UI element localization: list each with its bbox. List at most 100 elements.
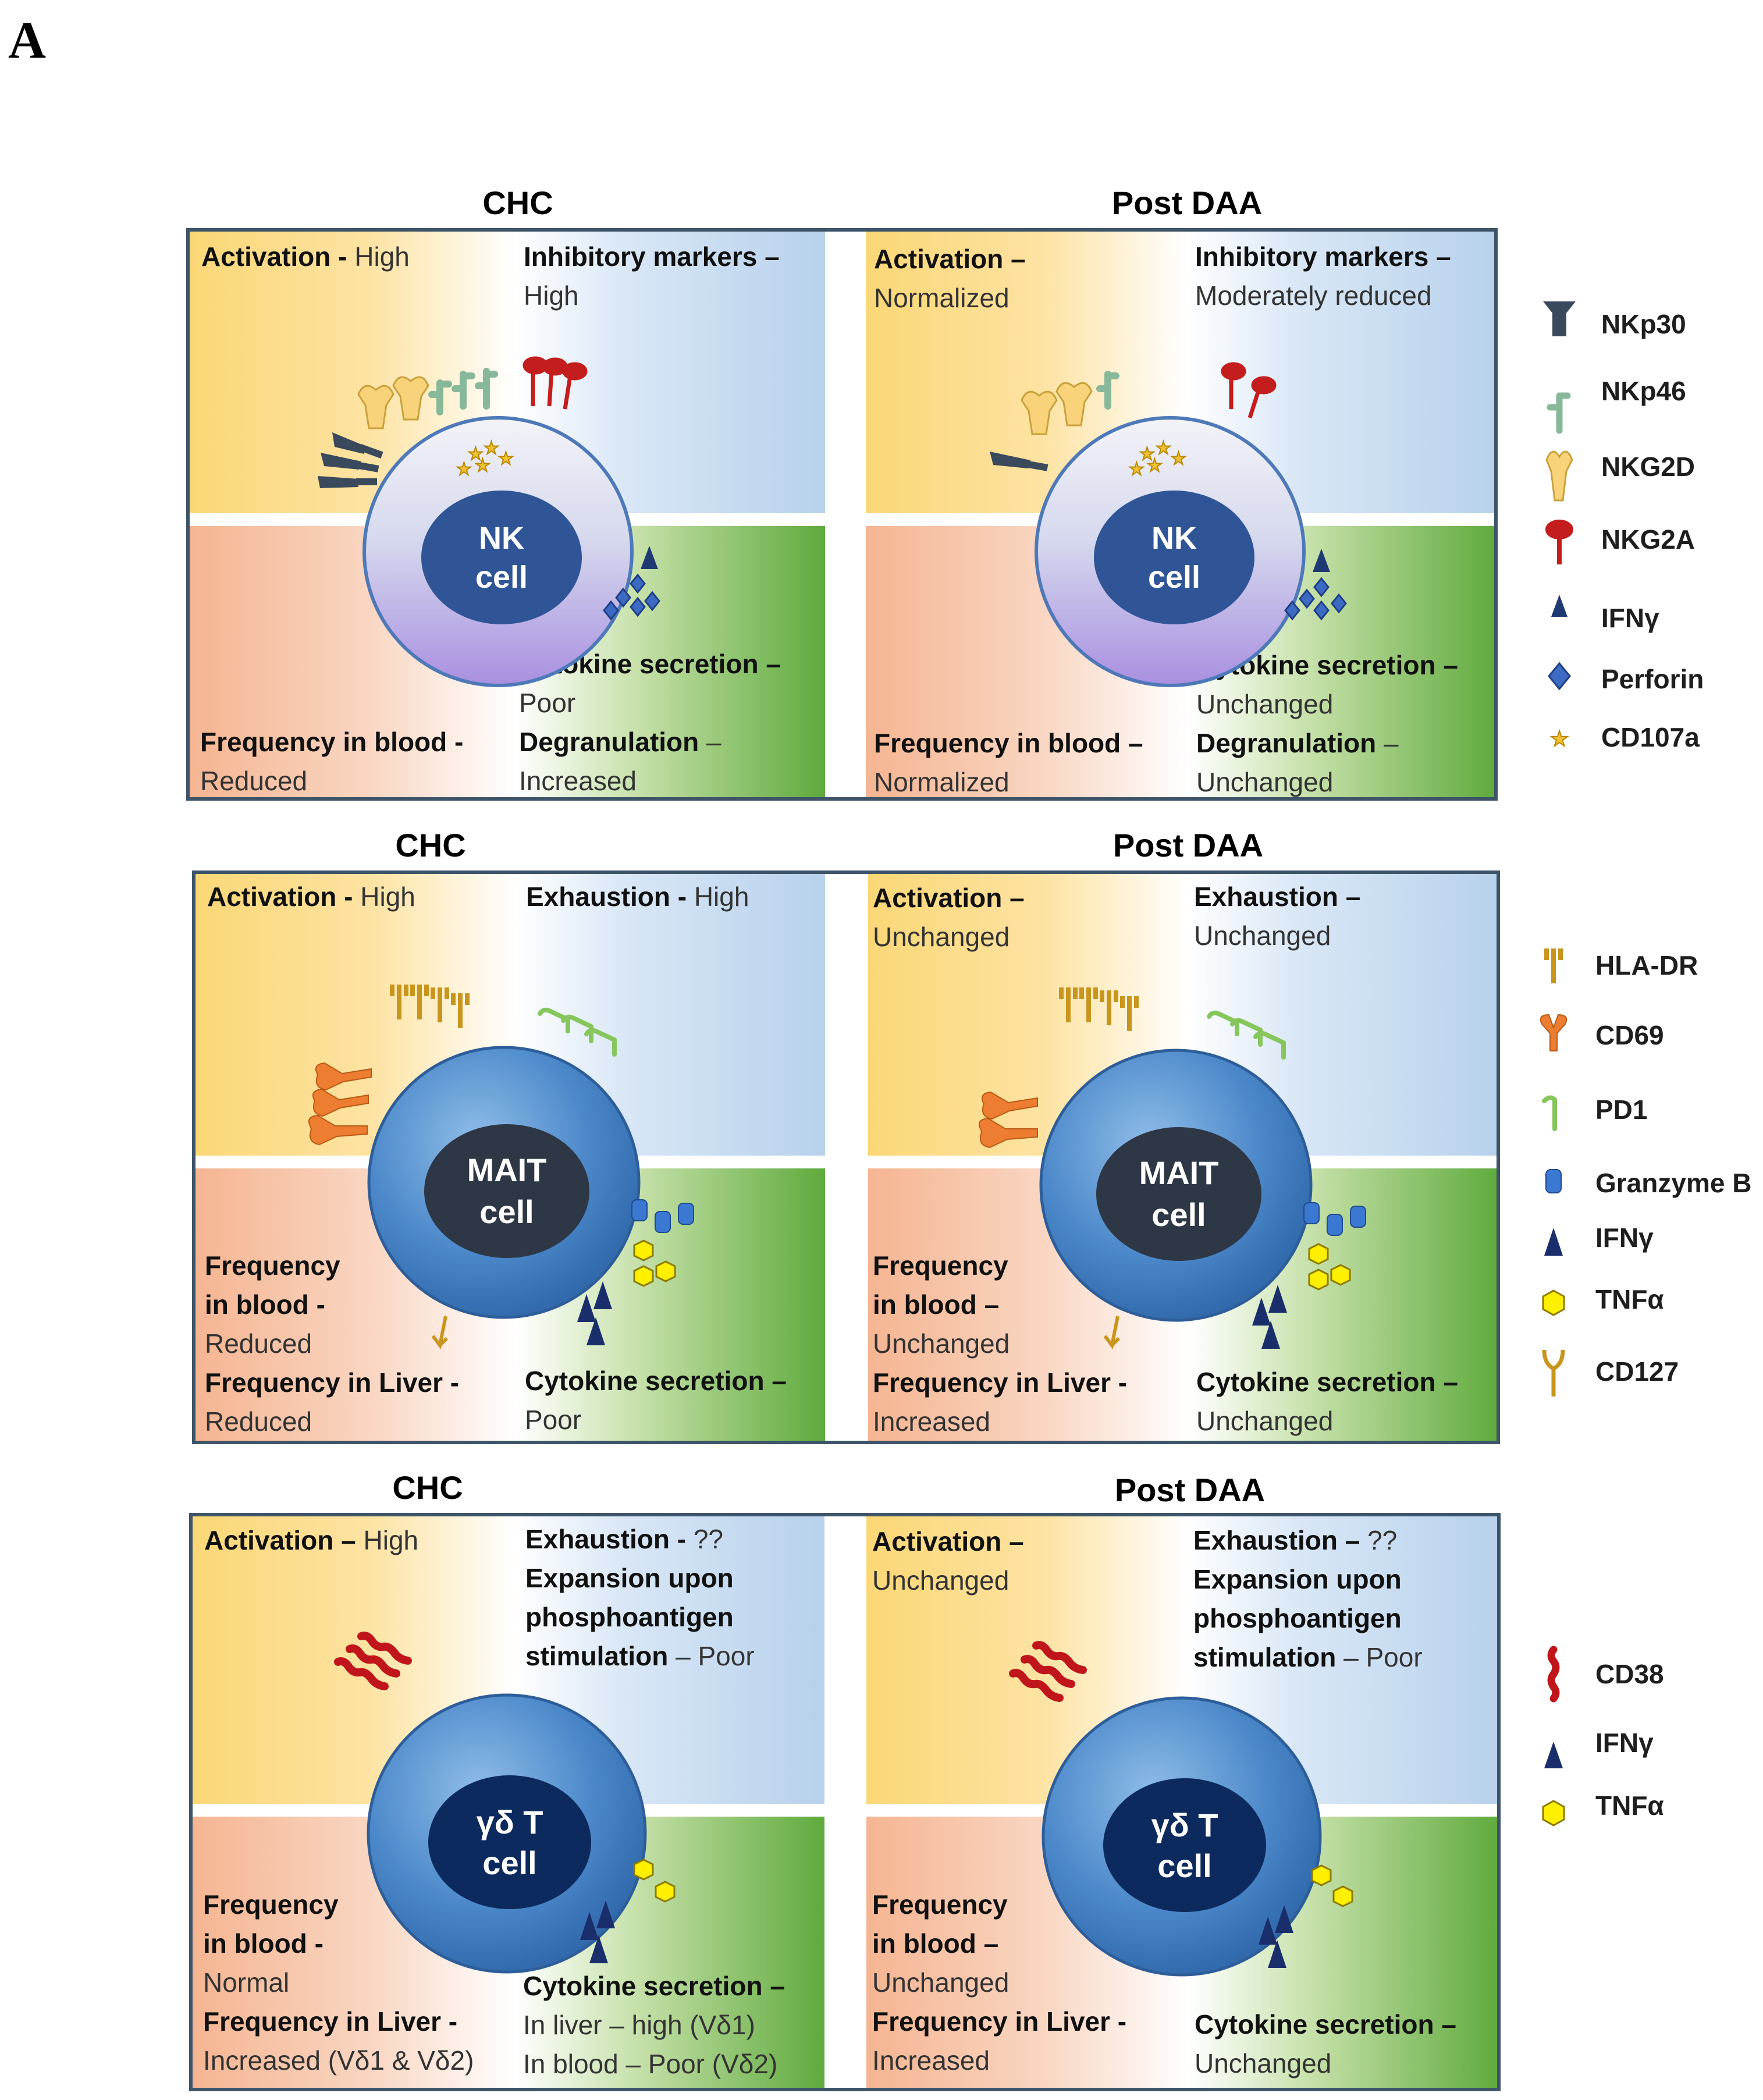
tnfa-hexagons [633,1239,676,1287]
ifng-triangles [580,1900,615,1963]
row2-mait-panel: Activation - High Exhaustion - High Freq… [192,870,1500,1444]
legend-ifng-label-2: IFNγ [1595,1223,1654,1253]
chc-gd-t-label-1: γδ T [477,1804,543,1840]
row3-post-activation-label: Activation –Unchanged [872,1526,1024,1596]
nkp30-receptors [318,432,383,488]
svg-text:★: ★ [1171,449,1186,468]
legend-hla-dr-label: HLA-DR [1595,950,1698,980]
post-nk-label-2: cell [1148,560,1200,595]
row3-post-cytokine-label: Cytokine secretion –Unchanged [1195,2009,1456,2078]
hla-dr-receptor-icon [1544,948,1563,983]
row1-post-inhibitory-label: Inhibitory markers –Moderately reduced [1195,241,1451,311]
chc-gd-t-label-2: cell [482,1845,536,1881]
row2-chc-cytokine-label: Cytokine secretion –Poor [525,1366,787,1435]
legend-cd107a-label: CD107a [1601,722,1700,752]
row1-chc-half: Activation - High Inhibitory markers –Hi… [190,232,825,797]
chc-gd-t-cell: γδ T cell [334,1632,676,1974]
svg-text:★: ★ [498,449,514,468]
granzyme-b-shapes [631,1199,694,1233]
svg-text:★: ★ [475,456,490,475]
legend-ifng-label-1: IFNγ [1601,603,1659,633]
perforin-diamond-icon [1548,662,1571,691]
tnfa-hexagons [633,1859,676,1903]
nkg2d-receptors [357,376,429,429]
post-gd-t-label-1: γδ T [1151,1807,1218,1843]
row2-post-title: Post DAA [1112,827,1264,864]
row2-chc-exhaustion-label: Exhaustion - High [526,882,749,912]
chc-nk-label-1: NK [479,521,524,556]
nkp46-receptors [428,368,498,415]
legend-pd1-label: PD1 [1595,1095,1648,1125]
svg-text:★: ★ [1129,460,1144,479]
row3-chc-title: CHC [392,1469,463,1506]
nkp46-receptor-icon [1547,392,1571,434]
ifng-triangle-icon [1544,1228,1563,1256]
chc-nk-label-2: cell [475,560,528,595]
row1-nk-panel: Activation - High Inhibitory markers –Hi… [186,228,1498,801]
cd38-receptors [334,1632,412,1690]
cd107a-star-icon: ★ [1550,727,1569,751]
row2-post-activation-label: Activation –Unchanged [873,883,1025,952]
cd69-receptor-icon [1540,1014,1567,1051]
row3-chc-activation-label: Activation – High [204,1525,419,1555]
cd127-receptor-icon [1542,1349,1565,1397]
row2-chc-title: CHC [395,827,466,864]
cd38-receptor-icon [1547,1646,1560,1703]
pd1-receptor-icon [1542,1095,1557,1131]
post-mait-label-1: MAIT [1139,1154,1219,1191]
post-gd-t-cell: γδ T cell [1009,1641,1353,1977]
row3-chc-cytokine-label: Cytokine secretion –In liver – high (Vδ1… [523,1971,785,2079]
row1-post-activation-label: Activation –Normalized [874,244,1026,313]
row2-legend-icons [1540,948,1567,1397]
row2-chc-activation-label: Activation - High [207,882,415,912]
svg-text:★: ★ [1147,456,1163,475]
svg-text:★: ★ [456,460,472,479]
granzyme-b-icon [1545,1169,1562,1193]
ifng-triangle-icon [1551,595,1567,617]
panel-letter: A [8,12,46,69]
cd107a-stars: ★★★ ★★ [456,438,514,479]
row1-chc-inhibitory-label: Inhibitory markers –High [524,241,780,311]
svg-text:★: ★ [468,445,484,464]
svg-text:★: ★ [1139,445,1155,464]
row2-post-half: Activation –Unchanged Exhaustion –Unchan… [868,874,1497,1441]
svg-text:★: ★ [1156,439,1171,458]
row2-post-cytokine-label: Cytokine secretion –Unchanged [1196,1367,1458,1436]
post-mait-label-2: cell [1151,1196,1206,1233]
legend-cd38-label: CD38 [1595,1659,1664,1689]
row3-legend-icons [1542,1646,1565,1827]
row3-post-title: Post DAA [1114,1472,1266,1508]
post-mait-cell: MAIT cell [979,987,1366,1350]
ifng-triangle-icon [1544,1742,1563,1768]
perforin-diamonds [603,573,660,621]
cd127-receptor [431,1316,449,1350]
pd1-receptors [538,1007,617,1057]
row1-chc-activation-label: Activation - High [201,241,410,272]
nkg2a-receptor-icon [1545,520,1573,564]
legend-tnfa-label-2: TNFα [1595,1790,1664,1821]
row1-post-title: Post DAA [1111,184,1263,221]
row3-gd-t-panel: Activation – High Exhaustion - ??Expansi… [189,1513,1501,2091]
post-nk-cell: NK cell ★★★ ★★ [990,362,1347,687]
row3-cell-drawings: γδ T cell γδ T cell [334,1632,1353,1977]
row1-legend-icons: ★ [1543,301,1576,751]
chc-mait-label-1: MAIT [467,1152,547,1188]
cd69-receptors [308,1062,372,1146]
row1-chc-frequency-label: Frequency in blood -Reduced [200,727,464,796]
chc-nk-cell: NK cell [318,356,660,687]
legend-nkp46-label: NKp46 [1601,376,1686,406]
nkp30-receptor-icon [1543,301,1576,336]
legend-tnfa-label-1: TNFα [1595,1284,1664,1314]
legend-nkg2d-label: NKG2D [1601,452,1696,482]
row2-post-exhaustion-label: Exhaustion –Unchanged [1194,882,1361,951]
legend-nkp30-label: NKp30 [1601,309,1686,339]
tnfa-hexagon-icon [1542,1289,1565,1316]
chc-mait-cell: MAIT cell [308,985,694,1350]
row1-cell-drawings: NK cell [318,356,1347,687]
